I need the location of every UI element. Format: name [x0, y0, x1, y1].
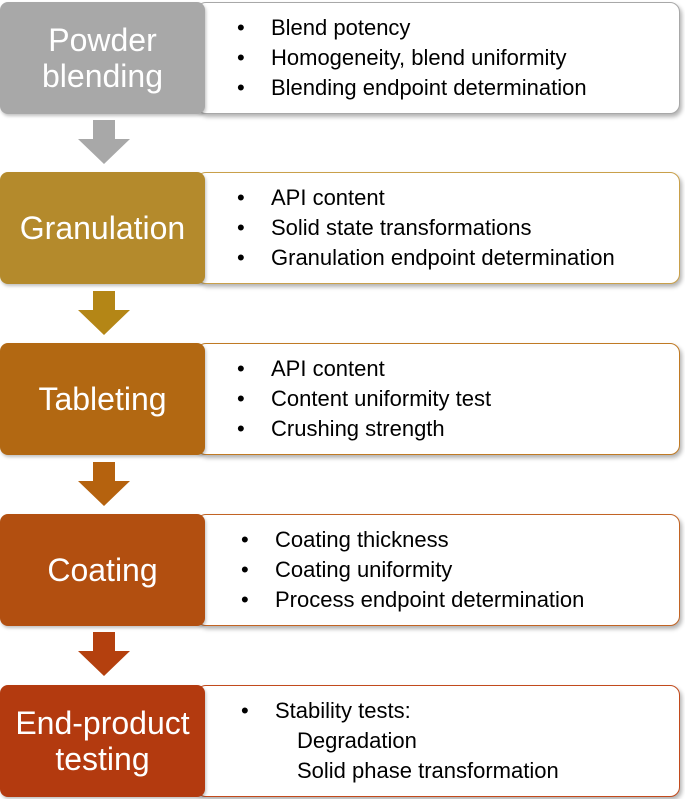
stage-title: Tableting [38, 381, 167, 417]
detail-list: •Stability tests: Degradation Solid phas… [241, 696, 559, 786]
list-item: Solid phase transformation [297, 758, 559, 783]
list-item: •Coating thickness [241, 525, 584, 555]
detail-box: •API content •Solid state transformation… [196, 172, 680, 284]
stage-box: Coating [0, 514, 205, 626]
stage-title: End-product testing [15, 705, 190, 777]
list-item: •API content [237, 354, 491, 384]
stage-title: Coating [47, 552, 158, 588]
detail-list: •API content •Solid state transformation… [237, 183, 615, 273]
list-item: •Granulation endpoint determination [237, 243, 615, 273]
down-arrow-icon [78, 462, 130, 506]
detail-list: •Blend potency •Homogeneity, blend unifo… [237, 13, 587, 103]
bullet-icon: • [237, 75, 245, 100]
bullet-icon: • [237, 245, 245, 270]
bullet-icon: • [237, 215, 245, 240]
bullet-icon: • [237, 45, 245, 70]
down-arrow-icon [78, 120, 130, 164]
list-item: •Blend potency [237, 13, 587, 43]
detail-list: •Coating thickness •Coating uniformity •… [241, 525, 584, 615]
bullet-icon: • [237, 386, 245, 411]
bullet-icon: • [237, 185, 245, 210]
bullet-icon: • [237, 416, 245, 441]
list-item: •Crushing strength [237, 414, 491, 444]
list-item: •Coating uniformity [241, 555, 584, 585]
detail-box: •Blend potency •Homogeneity, blend unifo… [196, 2, 680, 114]
bullet-icon: • [241, 557, 249, 582]
list-item: •API content [237, 183, 615, 213]
detail-box: •Stability tests: Degradation Solid phas… [196, 685, 680, 797]
stage-box: Powder blending [0, 2, 205, 114]
down-arrow-icon [78, 291, 130, 335]
stage-title: Granulation [19, 210, 186, 246]
bullet-icon: • [237, 15, 245, 40]
bullet-icon: • [241, 587, 249, 612]
down-arrow-icon [78, 632, 130, 676]
detail-box: •Coating thickness •Coating uniformity •… [196, 514, 680, 626]
list-item: •Process endpoint determination [241, 585, 584, 615]
list-item: •Blending endpoint determination [237, 73, 587, 103]
stage-box: Tableting [0, 343, 205, 455]
bullet-icon: • [237, 356, 245, 381]
list-item: •Stability tests: [241, 696, 559, 726]
detail-box: •API content •Content uniformity test •C… [196, 343, 680, 455]
stage-title: Powder blending [42, 22, 163, 94]
bullet-icon: • [241, 698, 249, 723]
detail-list: •API content •Content uniformity test •C… [237, 354, 491, 444]
stage-box: End-product testing [0, 685, 205, 797]
list-item: •Content uniformity test [237, 384, 491, 414]
list-item: Degradation [297, 728, 417, 753]
list-item: •Homogeneity, blend uniformity [237, 43, 587, 73]
list-item: •Solid state transformations [237, 213, 615, 243]
stage-box: Granulation [0, 172, 205, 284]
bullet-icon: • [241, 527, 249, 552]
